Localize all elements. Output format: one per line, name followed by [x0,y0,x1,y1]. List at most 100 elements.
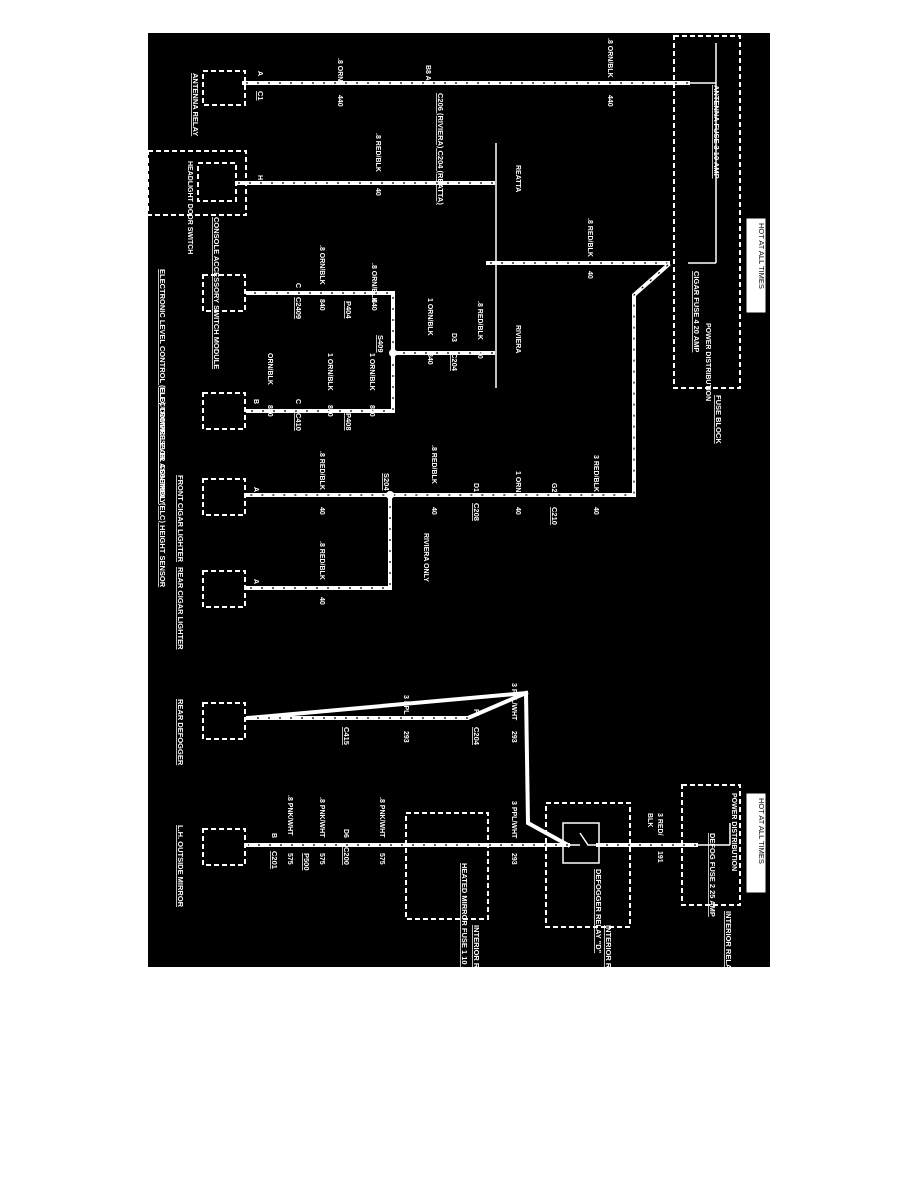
wire-number-840b: 840 [370,299,377,311]
rear-defogger-label: REAR DEFOGGER [176,699,185,766]
wire-label-3-ppl-wht-a: 3 PPL/WHT [510,683,517,721]
wire-label-1-orn-blk-b: 1 ORN/BLK [368,353,375,391]
wire-number-440a: 440 [606,95,613,107]
connector-a-antenna: A [256,71,263,76]
wire-label-red-blk-f: .8 RED/BLK [318,541,325,580]
connector-b-sensor: B [252,399,259,404]
wire-number-40d: 40 [592,507,599,515]
wire-label-pnk-wht-a: .8 PNK/WHT [378,797,385,838]
rear-lighter-box [202,570,246,608]
console-module-label: CONSOLE ACCESSORY SWITCH MODULE [212,217,221,369]
wire-number-40f: 40 [430,507,437,515]
wire-number-293c: 293 [510,853,517,865]
headlight-switch-label: HEADLIGHT DOOR SWITCH [186,161,193,254]
power-distribution-label: POWER DISTRIBUTION [704,323,711,401]
connector-c201: C201 [270,851,279,869]
fuse-block-box [673,35,741,389]
connector-h: H [256,175,263,180]
connector-c204: C204 [450,353,459,372]
power-distribution-label-2: POWER DISTRIBUTION [730,793,737,871]
connector-p408: P408 [344,413,353,431]
connector-b8-a5: B8 A5 [424,65,431,85]
wire-label-pnk-wht-c: .8 PNK/WHT [286,795,293,836]
elc-compressor-box [202,274,246,312]
wire-number-40c: 40 [476,351,483,359]
connector-c415: C415 [342,727,351,745]
wire-number-40b: 40 [374,188,381,196]
hot-at-all-times-box-2 [745,792,767,894]
splice-s204 [386,491,394,499]
connector-a-rear-lighter: A [252,579,259,584]
wiring-diagram: HOT AT ALL TIMES FUSE BLOCK POWER DISTRI… [147,33,770,1021]
connector-c1: C1 [256,91,265,101]
wire-label-orn: .8 ORN [336,58,343,81]
wire-number-40e: 40 [514,507,521,515]
connector-b-mirror: B [270,833,277,838]
wire-label-red-blk-a: .8 RED/BLK [586,218,593,257]
connector-d1: D1 [472,483,479,492]
front-lighter-label: FRONT CIGAR LIGHTER [176,475,185,563]
connector-c204-2: C204 [472,727,481,746]
elc-sensor-box [202,392,246,430]
wire-number-293b: 293 [402,731,409,743]
wire-label-pnk-wht-b: .8 PNK/WHT [318,797,325,838]
wire-number-840f: 840 [266,405,273,417]
wire-label-red-blk-c: .8 RED/BLK [476,301,483,340]
wire-label-3-red-blk: 3 RED/BLK [592,455,599,492]
wire-293-upper [245,690,571,848]
connector-f1: F1 [472,709,479,717]
connector-a-front-lighter: A [252,487,259,492]
front-lighter-box [202,478,246,516]
defog-fuse-label: DEFOG FUSE 2 25 AMP [708,833,717,917]
wire-label-1-orn: 1 ORN [514,471,521,492]
connector-c206-c204: C206 (RIVIERA) C204 (REATTA) [436,93,445,205]
wire-number-840c: 840 [318,299,325,311]
wire-number-840d: 840 [368,405,375,417]
wire-label-red-blk-b: .8 RED/BLK [374,133,381,172]
fuse-block-label: FUSE BLOCK [714,395,723,444]
connector-c-compressor: C [294,283,301,288]
lh-mirror-box [202,828,246,866]
interior-relay-center-box-3 [405,812,489,920]
riviera-label: RIVIERA [514,325,521,353]
hot-at-all-times-label-1: HOT AT ALL TIMES [757,223,766,289]
elc-sensor-label: ELECTRONIC LEVEL CONTROL (ELC) HEIGHT SE… [158,387,167,588]
lh-mirror-label: L.H. OUTSIDE MIRROR [176,825,185,908]
wire-number-575c: 575 [286,853,293,865]
wire-number-840a: 840 [426,353,433,365]
headlight-switch-box [197,162,237,202]
wire-number-191: 191 [656,851,663,863]
interior-relay-center-label-2: INTERIOR RELAY CENTER [604,925,613,967]
riviera-only-label: RIVIERA ONLY [422,533,429,582]
wire-number-40h: 40 [318,597,325,605]
connector-g2: G2 [550,483,557,492]
cigar-fuse-label: CIGAR FUSE 4 20 AMP [692,271,701,352]
connector-p500: P500 [302,853,311,871]
connector-d3: D3 [450,333,457,342]
wire-number-40g: 40 [318,507,325,515]
wire-label-3-ppl: 3 PPL [402,695,409,715]
wire-number-840e: 840 [326,405,333,417]
wire-label-red-blk-d: .8 RED/BLK [430,445,437,484]
connector-c210: C210 [550,507,559,525]
wire-number-440b: 440 [336,95,343,107]
console-module-box [147,150,247,216]
splice-s409 [389,349,397,357]
wire-label-orn-blk-d: ORN/BLK [266,353,273,385]
wire-label-1-orn-blk-c: 1 ORN/BLK [326,353,333,391]
wire-label-orn-blk-c: .8 ORN/BLK [318,245,325,285]
reatta-label: REATTA [514,165,521,192]
wire-number-575b: 575 [318,853,325,865]
antenna-relay-box [202,70,246,106]
wire-number-40a: 40 [586,271,593,279]
connector-d6: D6 [342,829,349,838]
connector-c-sensor: C [294,399,301,404]
wire-label-red-blk-e: .8 RED/BLK [318,451,325,490]
interior-relay-center-label-1: INTERIOR RELAY CENTER [724,911,733,967]
connector-c200: C200 [342,847,351,865]
heated-mirror-fuse-label: HEATED MIRROR FUSE 1 10 AMP [460,863,469,967]
wire-number-293a: 293 [510,731,517,743]
connector-c2409: C2409 [294,297,303,319]
wire-number-575a: 575 [378,853,385,865]
wire-label-1-orn-blk-a: 1 ORN/BLK [426,298,433,336]
